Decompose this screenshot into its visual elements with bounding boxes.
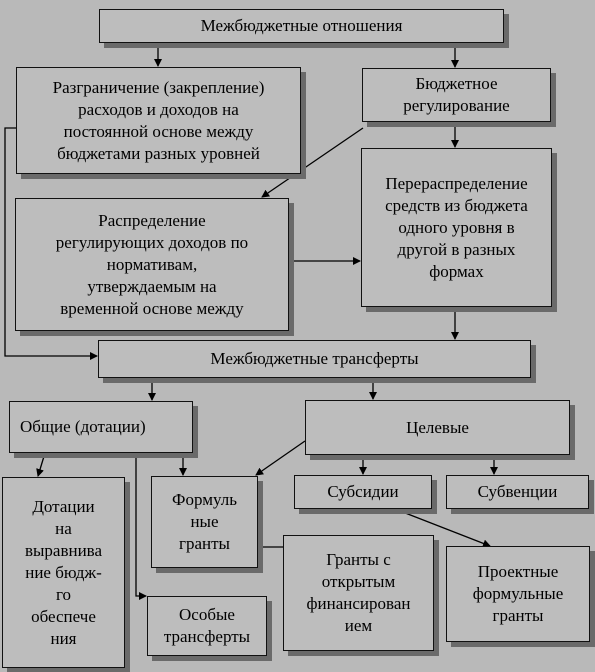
node-distribution: Распределение регулирующих доходов по но…: [15, 198, 289, 331]
node-open-grants: Гранты с открытым финансирован ием: [283, 535, 434, 651]
node-transfers: Межбюджетные трансферты: [98, 340, 531, 378]
edge-general-special: [135, 453, 147, 600]
edge-subsidies-project-grants: [394, 508, 491, 548]
node-general: Общие (дотации): [9, 401, 193, 453]
node-subsidies: Субсидии: [294, 475, 432, 509]
node-formula-grants: Формуль ные гранты: [151, 476, 258, 568]
node-delimitation: Разграничение (закрепление) расходов и д…: [16, 67, 301, 174]
edge-regulation-distribution: [261, 127, 364, 198]
node-root: Межбюджетные отношения: [99, 9, 504, 43]
node-redistribution: Перераспределение средств из бюджета одн…: [361, 148, 552, 307]
node-regulation: Бюджетное регулирование: [362, 68, 551, 122]
node-subventions: Субвенции: [446, 475, 589, 509]
edge-targeted-formula-grants: [255, 440, 306, 476]
node-special: Особые трансферты: [147, 596, 267, 656]
node-equalization: Дотации на выравнива ние бюдж- го обеспе…: [2, 477, 125, 668]
edge-general-equalization: [36, 452, 46, 477]
node-project-grants: Проектные формульные гранты: [446, 546, 590, 642]
edge-delimitation-transfers: [4, 127, 98, 360]
node-targeted: Целевые: [305, 400, 570, 455]
